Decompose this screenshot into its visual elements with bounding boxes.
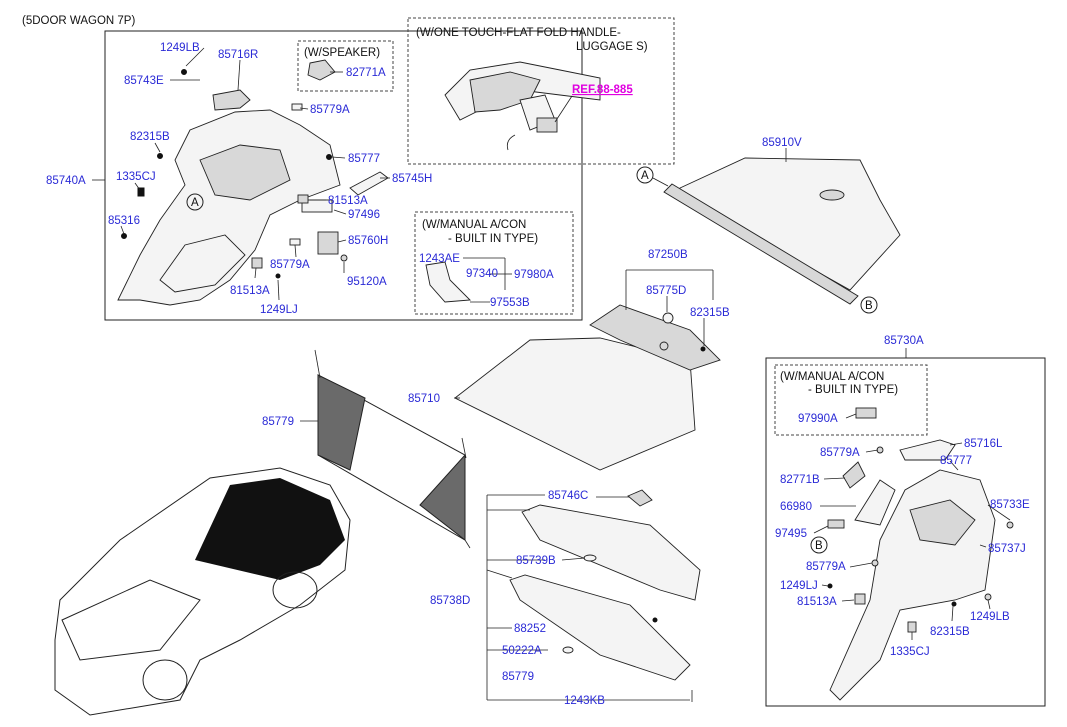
- part-1249LJ-left[interactable]: 1249LJ: [260, 304, 298, 316]
- part-85716L[interactable]: 85716L: [964, 438, 1003, 450]
- part-97496[interactable]: 97496: [348, 209, 380, 221]
- part-88252[interactable]: 88252: [514, 623, 546, 635]
- one-touch-label-2: LUGGAGE S): [576, 41, 648, 53]
- left-quarter-trim-drawing: [117, 59, 472, 306]
- part-85775D[interactable]: 85775D: [646, 285, 686, 297]
- part-1243KB[interactable]: 1243KB: [564, 695, 605, 707]
- luggage-tray-drawing: [509, 489, 701, 702]
- part-97980A[interactable]: 97980A: [514, 269, 554, 281]
- manual-acon-right-label-2: - BUILT IN TYPE): [808, 384, 898, 396]
- part-85745H[interactable]: 85745H: [392, 173, 432, 185]
- part-85746C[interactable]: 85746C: [548, 490, 588, 502]
- callout-a-right: [636, 166, 654, 184]
- callout-b-right-label: B: [865, 300, 873, 312]
- part-95120A[interactable]: 95120A: [347, 276, 387, 288]
- part-97990A[interactable]: 97990A: [798, 413, 838, 425]
- one-touch-label-1: (W/ONE TOUCH-FLAT FOLD HANDLE-: [416, 27, 621, 39]
- part-1249LJ-right[interactable]: 1249LJ: [780, 580, 818, 592]
- part-1335CJ-left[interactable]: 1335CJ: [116, 171, 156, 183]
- part-97553B[interactable]: 97553B: [490, 297, 530, 309]
- part-66980[interactable]: 66980: [780, 501, 812, 513]
- manual-acon-label-2: - BUILT IN TYPE): [448, 233, 538, 245]
- one-touch-handle-drawing: [444, 61, 601, 151]
- part-85716R[interactable]: 85716R: [218, 49, 258, 61]
- part-85730A[interactable]: 85730A: [884, 335, 924, 347]
- part-81513A-bot[interactable]: 81513A: [230, 285, 270, 297]
- part-1335CJ-right[interactable]: 1335CJ: [890, 646, 930, 658]
- part-81513A-right[interactable]: 81513A: [797, 596, 837, 608]
- part-85738D[interactable]: 85738D: [430, 595, 470, 607]
- right-quarter-trim-drawing: [827, 407, 1014, 701]
- part-85733E[interactable]: 85733E: [990, 499, 1030, 511]
- right-trim-group-box: [765, 357, 1046, 707]
- part-85710[interactable]: 85710: [408, 393, 440, 405]
- left-trim-group-box: [104, 30, 583, 321]
- manual-acon-option-box-right: [774, 364, 928, 436]
- part-1249LB-right[interactable]: 1249LB: [970, 611, 1010, 623]
- reference-link[interactable]: REF.88-885: [572, 84, 633, 96]
- part-85779A-mid[interactable]: 85779A: [270, 259, 310, 271]
- part-87250B[interactable]: 87250B: [648, 249, 688, 261]
- part-82771A[interactable]: 82771A: [346, 67, 386, 79]
- part-85779A-top[interactable]: 85779A: [310, 104, 350, 116]
- diagram-title: (5DOOR WAGON 7P): [22, 15, 135, 27]
- callout-a-right-label: A: [641, 170, 649, 182]
- part-85760H[interactable]: 85760H: [348, 235, 388, 247]
- part-1243AE[interactable]: 1243AE: [419, 253, 460, 265]
- part-85739B[interactable]: 85739B: [516, 555, 556, 567]
- part-1249LB-top[interactable]: 1249LB: [160, 42, 200, 54]
- part-82315B-right[interactable]: 82315B: [930, 626, 970, 638]
- part-85779A-r1[interactable]: 85779A: [820, 447, 860, 459]
- speaker-option-box: [297, 40, 394, 92]
- part-82771B[interactable]: 82771B: [780, 474, 820, 486]
- part-97495[interactable]: 97495: [775, 528, 807, 540]
- part-85779A-r2[interactable]: 85779A: [806, 561, 846, 573]
- manual-acon-right-label-1: (W/MANUAL A/CON: [780, 371, 884, 383]
- part-82315B-mid[interactable]: 82315B: [690, 307, 730, 319]
- callout-b-right: [860, 296, 878, 314]
- vehicle-silhouette-drawing: [54, 467, 351, 716]
- part-85743E[interactable]: 85743E: [124, 75, 164, 87]
- luggage-board-drawing: [454, 304, 721, 471]
- part-85737J[interactable]: 85737J: [988, 543, 1026, 555]
- part-85910V[interactable]: 85910V: [762, 137, 802, 149]
- callout-a-left-label: A: [191, 197, 199, 209]
- manual-acon-label-1: (W/MANUAL A/CON: [422, 219, 526, 231]
- callout-a-left: [186, 193, 204, 211]
- callout-b-left-label: B: [815, 540, 823, 552]
- part-97340[interactable]: 97340: [466, 268, 498, 280]
- part-85777-right[interactable]: 85777: [940, 455, 972, 467]
- part-85740A[interactable]: 85740A: [46, 175, 86, 187]
- cargo-net-drawing: [314, 349, 471, 549]
- part-82315B-left[interactable]: 82315B: [130, 131, 170, 143]
- speaker-option-label: (W/SPEAKER): [304, 47, 380, 59]
- part-81513A-mid[interactable]: 81513A: [328, 195, 368, 207]
- part-85779-net[interactable]: 85779: [262, 416, 294, 428]
- one-touch-option-box: [407, 17, 675, 165]
- tonneau-cover-drawing: [663, 157, 901, 305]
- callout-b-left: [810, 536, 828, 554]
- part-85316[interactable]: 85316: [108, 215, 140, 227]
- part-85777-left[interactable]: 85777: [348, 153, 380, 165]
- part-50222A[interactable]: 50222A: [502, 645, 542, 657]
- part-85779-bot[interactable]: 85779: [502, 671, 534, 683]
